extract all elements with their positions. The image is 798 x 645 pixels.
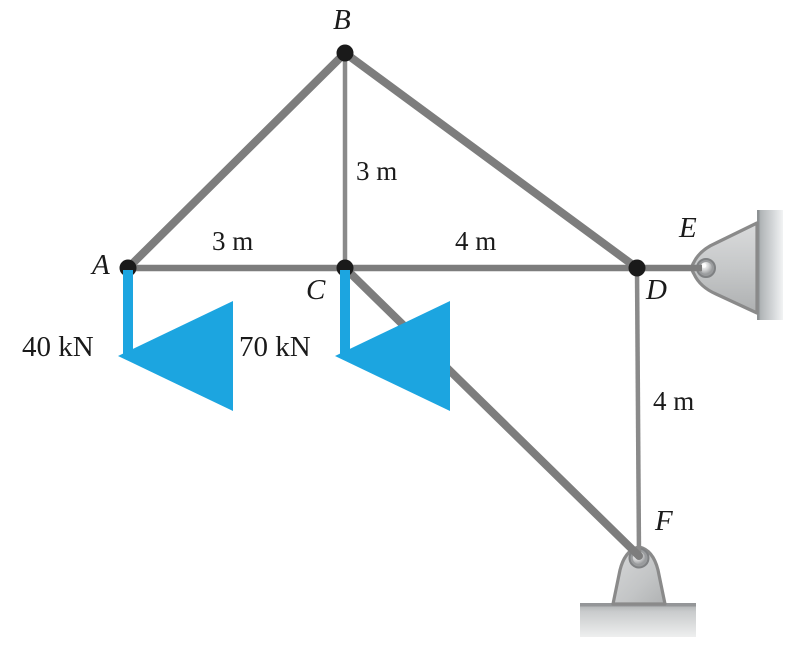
joint-label-a: A	[92, 249, 110, 281]
joint-label-d: D	[646, 274, 667, 306]
support-f-base-plate	[580, 603, 696, 637]
joint-b	[336, 44, 354, 62]
joint-d	[628, 259, 646, 277]
member-bd	[341, 49, 641, 272]
joint-label-e: E	[679, 212, 697, 244]
dimension-label-cd: 4 m	[455, 226, 497, 256]
joint-label-c: C	[306, 274, 326, 306]
load-label-a: 40 kN	[22, 331, 94, 363]
dimension-label-ac: 3 m	[212, 226, 254, 256]
load-label-c: 70 kN	[239, 331, 311, 363]
joint-label-b: B	[333, 4, 351, 36]
member-df	[634, 267, 642, 557]
joint-label-f: F	[655, 505, 673, 537]
member-ab	[124, 49, 349, 272]
wall-surface	[757, 210, 783, 320]
dimension-label-bc: 3 m	[356, 156, 398, 186]
member-cf	[341, 264, 643, 560]
dimension-label-df: 4 m	[653, 386, 695, 416]
